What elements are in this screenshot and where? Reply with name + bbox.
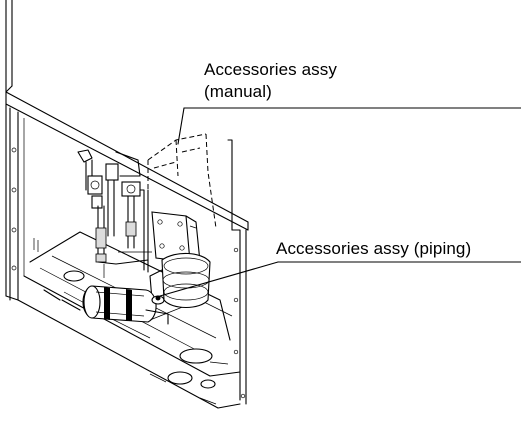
valve-assembly	[77, 149, 152, 278]
left-frame	[5, 103, 39, 301]
piping-accessory-label: Accessories assy (piping)	[276, 239, 472, 258]
manual-accessory-label-line2: (manual)	[204, 82, 272, 101]
accumulator	[149, 252, 211, 309]
manual-accessory-label-line1: Accessories assy	[204, 60, 337, 79]
piping-accessory	[82, 285, 169, 325]
manual-accessory-outline	[147, 133, 217, 229]
right-side-panel	[227, 139, 247, 405]
leader-lines	[159, 107, 521, 297]
